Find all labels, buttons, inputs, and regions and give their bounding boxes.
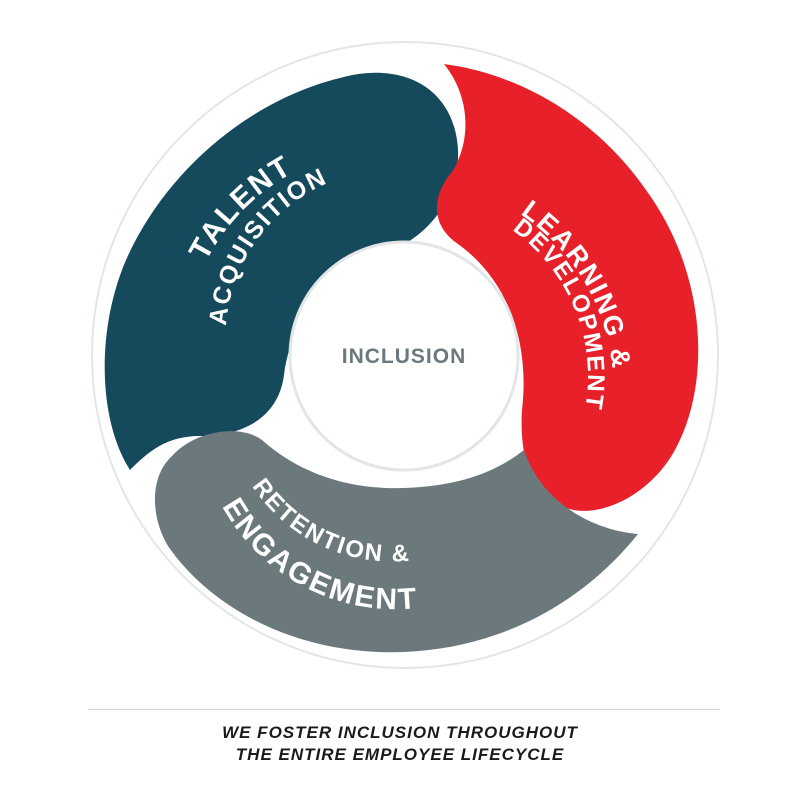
- center-circle: [288, 240, 520, 472]
- divider-line: [88, 709, 720, 710]
- segment-talent-acquisition: [104, 72, 459, 471]
- caption-line-2: THE ENTIRE EMPLOYEE LIFECYCLE: [235, 745, 565, 764]
- inclusion-cycle-diagram: TALENT ACQUISITION LEARNING & DEVELOPMEN…: [91, 41, 719, 669]
- segment-learning-development: [436, 64, 699, 511]
- center-label: INCLUSION: [342, 345, 467, 368]
- caption-line-1: WE FOSTER INCLUSION THROUGHOUT: [222, 723, 578, 742]
- segment-retention-engagement: [154, 431, 638, 653]
